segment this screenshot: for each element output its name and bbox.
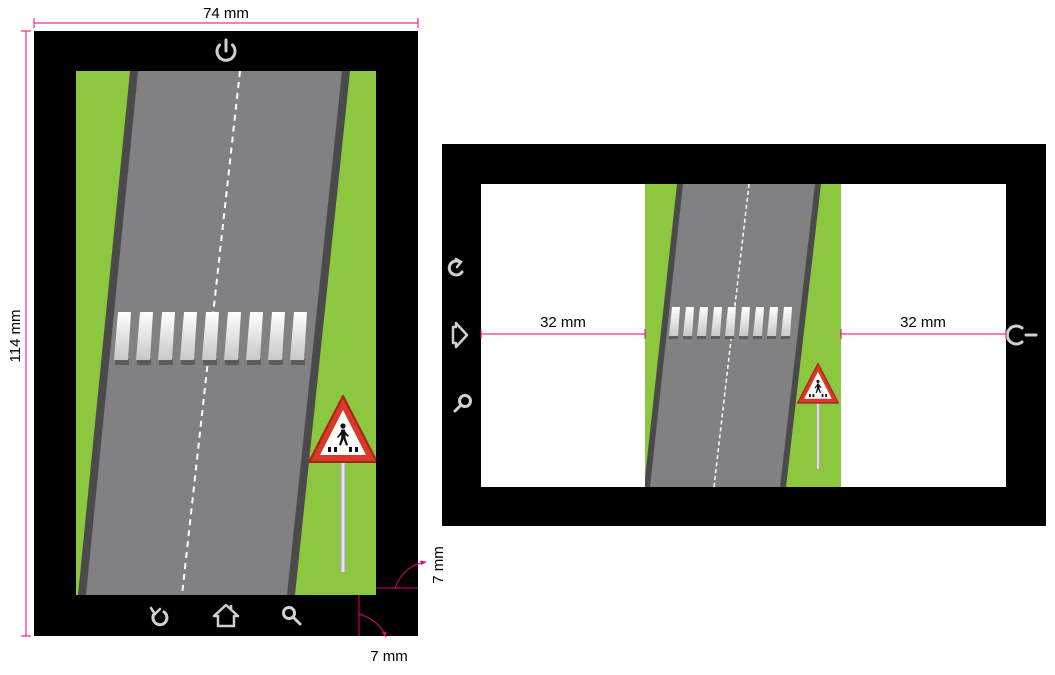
refresh-icon[interactable] bbox=[447, 257, 464, 277]
refresh-icon[interactable] bbox=[149, 606, 169, 627]
home-icon[interactable] bbox=[212, 603, 240, 628]
landscape-device bbox=[442, 144, 1046, 526]
portrait-dimensions bbox=[21, 18, 427, 638]
landscape-zebra-crossing bbox=[669, 307, 792, 339]
power-icon[interactable] bbox=[1005, 324, 1038, 346]
search-icon[interactable] bbox=[282, 606, 302, 626]
landscape-right-gap-label: 32 mm bbox=[900, 314, 946, 331]
power-icon[interactable] bbox=[215, 38, 237, 62]
portrait-bezel-bottom-label: 7 mm bbox=[370, 648, 408, 665]
portrait-bezel-side-label: 7 mm bbox=[430, 546, 447, 584]
landscape-road-image bbox=[645, 184, 841, 487]
portrait-height-label: 114 mm bbox=[7, 309, 24, 362]
home-icon[interactable] bbox=[451, 321, 469, 349]
landscape-dimensions bbox=[480, 329, 1007, 339]
portrait-device bbox=[34, 31, 418, 636]
portrait-screen bbox=[76, 71, 376, 595]
landscape-left-gap-label: 32 mm bbox=[540, 314, 586, 331]
portrait-zebra-crossing bbox=[114, 312, 307, 365]
search-icon[interactable] bbox=[453, 394, 472, 413]
portrait-width-label: 74 mm bbox=[203, 5, 249, 22]
